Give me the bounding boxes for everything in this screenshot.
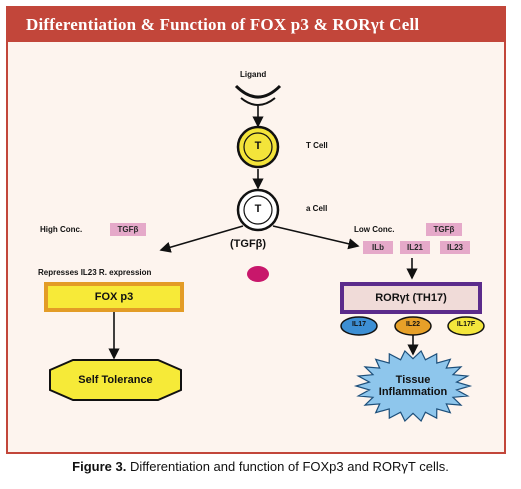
pathway-diagram: [49, 84, 485, 422]
il17-circle: [340, 316, 378, 336]
foxp3-box: FOX p3: [44, 282, 184, 312]
high-conc-label: High Conc.: [40, 225, 83, 234]
caption-label: Figure 3.: [72, 459, 127, 474]
tissue-inflammation-burst: [353, 350, 473, 422]
caption-text: Differentiation and function of FOXp3 an…: [129, 459, 449, 474]
il17f-label: IL17F: [456, 321, 476, 328]
il17-label: IL17: [351, 321, 366, 328]
a-cell-label: a Cell: [306, 204, 328, 213]
self-tolerance-label: Self Tolerance: [78, 374, 153, 386]
receptor-cup-icon-inner: [240, 97, 276, 106]
ligand-label: Ligand: [240, 70, 267, 79]
receptor-cup-icon: [234, 84, 282, 99]
arrow-to-high-conc: [159, 225, 244, 253]
figure-frame: Differentiation & Function of FOX p3 & R…: [6, 6, 506, 454]
il-tag-il23: IL23: [440, 241, 470, 254]
arrow-to-low-conc: [272, 225, 360, 250]
tissue-label-line2: Inflammation: [378, 386, 448, 398]
rort-box: RORγt (TH17): [340, 282, 482, 314]
low-conc-label: Low Conc.: [354, 225, 395, 234]
t-cell-letter: T: [254, 140, 262, 152]
tgfb-tag-left: TGFβ: [110, 223, 146, 236]
figure-caption: Figure 3. Differentiation and function o…: [0, 459, 521, 474]
il-tag-il21: IL21: [400, 241, 430, 254]
il17f-circle: [447, 316, 485, 336]
a-cell-inner-ring: [243, 195, 273, 225]
tgfb-tag-right: TGFβ: [426, 223, 462, 236]
a-cell-letter: T: [254, 203, 262, 215]
t-cell-label: T Cell: [306, 141, 328, 150]
represses-label: Represses IL23 R. expression: [38, 268, 152, 277]
self-tolerance-shape: [49, 359, 182, 401]
tissue-inflammation-label: Tissue Inflammation: [363, 374, 463, 398]
figure-title: Differentiation & Function of FOX p3 & R…: [8, 8, 504, 42]
il22-label: IL22: [405, 321, 420, 328]
tgfb-center-label: (TGFβ): [230, 238, 267, 250]
il-tag-ilb: ILb: [363, 241, 393, 254]
tissue-label-line1: Tissue: [395, 374, 431, 386]
t-cell-inner-ring: [243, 132, 273, 162]
signal-dot: [247, 266, 269, 282]
